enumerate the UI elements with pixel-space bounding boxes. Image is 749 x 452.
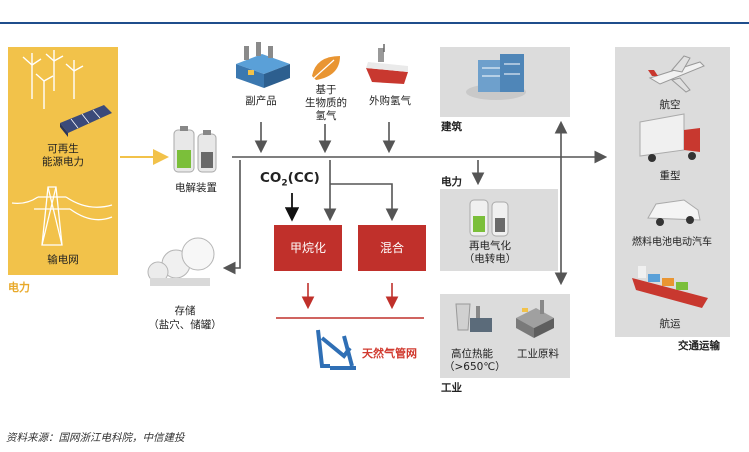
- cooling-tower-icon: [455, 303, 492, 332]
- airplane-icon: [648, 55, 705, 93]
- industry-title: 工业: [441, 382, 462, 394]
- leaf-icon: [312, 56, 340, 80]
- storage-tank-icon: [147, 237, 215, 286]
- factory-icon: [236, 42, 290, 88]
- co2-label: CO2(CC): [260, 170, 320, 189]
- top-divider: [0, 22, 749, 24]
- fuel-cell-car-label: 燃料电池电动汽车: [632, 237, 712, 248]
- repower-label: 再电气化 （电转电）: [463, 240, 517, 265]
- source-note: 资料来源：国网浙江电科院，中信建投: [6, 432, 185, 444]
- cargo-ship-icon: [632, 266, 708, 308]
- electrolysis-label: 电解装置: [175, 182, 217, 194]
- biomass-label: 基于 生物质的 氢气: [305, 84, 347, 122]
- electrolyzer-icon: [173, 126, 217, 173]
- tanker-ship-icon: [366, 44, 408, 84]
- repower-battery-icon: [469, 199, 509, 237]
- power-panel-art: [11, 50, 113, 246]
- solar-panel-icon: [60, 105, 112, 137]
- power-panel-title: 电力: [8, 281, 30, 294]
- blending-box: 混合: [358, 225, 426, 271]
- building-icon: [466, 54, 526, 100]
- industrial-feedstock-label: 工业原料: [517, 348, 559, 360]
- transport-title: 交通运输: [678, 340, 720, 352]
- storage-note: （盐穴、储罐）: [148, 319, 222, 331]
- aviation-label: 航空: [659, 99, 681, 111]
- car-icon: [647, 199, 701, 226]
- transmission-tower-icon: [11, 186, 113, 246]
- gas-network-label: 天然气管网: [362, 347, 417, 360]
- wind-turbine-icon: [22, 50, 84, 109]
- building-title: 建筑: [441, 121, 462, 133]
- imported-hydrogen-label: 外购氢气: [369, 95, 411, 107]
- power-panel: [8, 47, 118, 275]
- storage-arrow: [222, 160, 241, 275]
- power-sector-title: 电力: [441, 176, 462, 188]
- shipping-label: 航运: [659, 318, 681, 330]
- byproduct-label: 副产品: [245, 95, 277, 107]
- high-heat-label: 高位热能 （>650℃）: [444, 348, 506, 373]
- industrial-plant-icon: [516, 300, 554, 338]
- grid-label: 输电网: [47, 254, 79, 266]
- heavy-duty-label: 重型: [659, 170, 681, 182]
- hydrogen-to-blending-arrow: [330, 183, 399, 222]
- gas-network-logo-icon: [316, 329, 356, 370]
- storage-label: 存储: [174, 305, 196, 317]
- truck-icon: [639, 113, 700, 162]
- renewable-label: 可再生 能源电力: [42, 143, 84, 168]
- methanation-box: 甲烷化: [274, 225, 342, 271]
